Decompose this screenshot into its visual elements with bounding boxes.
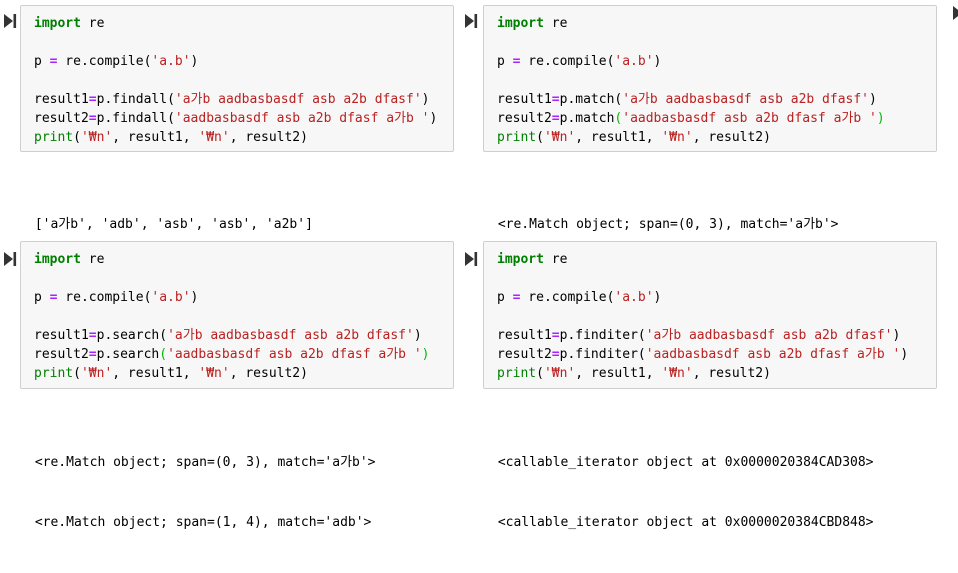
output-line: <callable_iterator object at 0x000002038… bbox=[490, 455, 874, 470]
output-line: <callable_iterator object at 0x000002038… bbox=[490, 515, 874, 530]
code-cell[interactable]: import re p = re.compile('a.b') result1=… bbox=[483, 241, 937, 389]
code-editor[interactable]: import re p = re.compile('a.b') result1=… bbox=[34, 252, 430, 381]
run-cell-icon[interactable] bbox=[464, 13, 478, 29]
cell-output: <callable_iterator object at 0x000002038… bbox=[490, 413, 874, 573]
code-editor[interactable]: import re p = re.compile('a.b') result1=… bbox=[497, 16, 885, 145]
partial-run-cell-icon[interactable] bbox=[952, 5, 958, 21]
output-line: <re.Match object; span=(1, 4), match='ad… bbox=[27, 515, 372, 530]
run-cell-icon[interactable] bbox=[464, 251, 478, 267]
code-cell[interactable]: import re p = re.compile('a.b') result1=… bbox=[20, 241, 454, 389]
cell-output: <re.Match object; span=(0, 3), match='a가… bbox=[490, 175, 839, 335]
run-cell-icon[interactable] bbox=[3, 251, 17, 267]
code-editor[interactable]: import re p = re.compile('a.b') result1=… bbox=[34, 16, 438, 145]
cell-output: <re.Match object; span=(0, 3), match='a가… bbox=[27, 413, 376, 573]
code-cell[interactable]: import re p = re.compile('a.b') result1=… bbox=[20, 5, 454, 152]
run-cell-icon[interactable] bbox=[3, 13, 17, 29]
output-line: <re.Match object; span=(0, 3), match='a가… bbox=[27, 455, 376, 470]
code-cell[interactable]: import re p = re.compile('a.b') result1=… bbox=[483, 5, 937, 152]
code-editor[interactable]: import re p = re.compile('a.b') result1=… bbox=[497, 252, 909, 381]
output-line: <re.Match object; span=(0, 3), match='a가… bbox=[490, 217, 839, 232]
output-line: ['a가b', 'adb', 'asb', 'asb', 'a2b'] bbox=[27, 217, 313, 232]
